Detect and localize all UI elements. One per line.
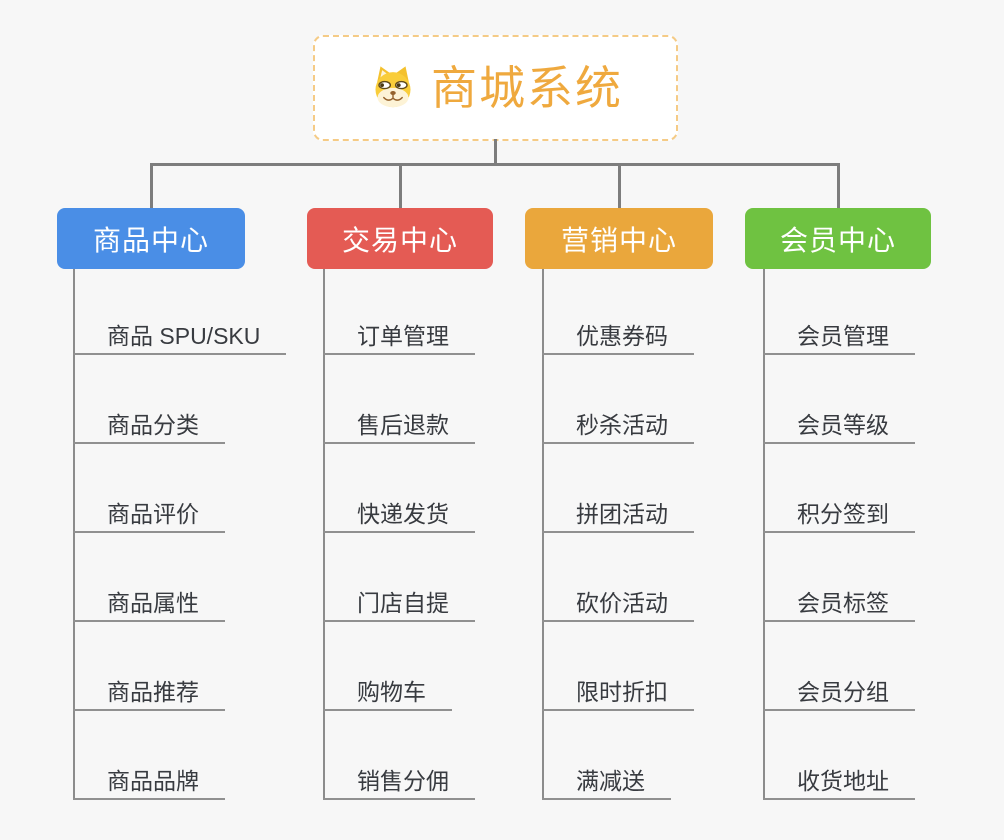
- root-topic-label: 商城系统: [431, 62, 623, 114]
- branch-header-1[interactable]: 商品中心: [57, 208, 245, 269]
- child-item[interactable]: 商品评价: [73, 499, 225, 533]
- branch-children: 优惠券码秒杀活动拼团活动砍价活动限时折扣满减送: [542, 321, 694, 800]
- shiba-dog-icon: [375, 66, 411, 108]
- child-item[interactable]: 商品 SPU/SKU: [73, 321, 287, 355]
- child-item[interactable]: 限时折扣: [542, 677, 694, 711]
- branch-header-4[interactable]: 会员中心: [745, 208, 931, 269]
- branch-drop-connector: [398, 163, 402, 209]
- child-item[interactable]: 售后退款: [323, 410, 475, 444]
- branch-bus-connector: [150, 163, 839, 166]
- branch-drop-connector: [149, 163, 153, 209]
- child-item[interactable]: 收货地址: [763, 766, 915, 800]
- branch-drop-connector: [836, 163, 840, 209]
- branch-drop-connector: [617, 163, 621, 209]
- branch-label: 商品中心: [92, 224, 209, 256]
- child-item[interactable]: 秒杀活动: [542, 410, 694, 444]
- child-item[interactable]: 优惠券码: [542, 321, 694, 355]
- child-item[interactable]: 砍价活动: [542, 588, 694, 622]
- child-item[interactable]: 会员分组: [763, 677, 915, 711]
- child-item[interactable]: 拼团活动: [542, 499, 694, 533]
- child-item[interactable]: 商品分类: [73, 410, 225, 444]
- child-item[interactable]: 商品品牌: [73, 766, 225, 800]
- child-item[interactable]: 销售分佣: [323, 766, 475, 800]
- child-item[interactable]: 快递发货: [323, 499, 475, 533]
- branch-child-line: [323, 269, 325, 800]
- child-item[interactable]: 会员标签: [763, 588, 915, 622]
- branch-children: 会员管理会员等级积分签到会员标签会员分组收货地址: [763, 321, 915, 800]
- child-item[interactable]: 门店自提: [323, 588, 475, 622]
- child-item[interactable]: 满减送: [542, 766, 671, 800]
- child-item[interactable]: 会员管理: [763, 321, 915, 355]
- branch-label: 营销中心: [560, 224, 677, 256]
- root-topic[interactable]: 商城系统: [313, 35, 678, 141]
- branch-children: 商品 SPU/SKU 商品分类商品评价商品属性商品推荐商品品牌: [73, 321, 287, 800]
- branch-label: 交易中心: [341, 224, 458, 256]
- child-item[interactable]: 商品推荐: [73, 677, 225, 711]
- child-item[interactable]: 会员等级: [763, 410, 915, 444]
- branch-header-3[interactable]: 营销中心: [525, 208, 713, 269]
- child-item[interactable]: 积分签到: [763, 499, 915, 533]
- branch-child-line: [73, 269, 75, 800]
- child-item[interactable]: 购物车: [323, 677, 452, 711]
- branch-child-line: [542, 269, 544, 800]
- branch-label: 会员中心: [779, 224, 896, 256]
- branch-child-line: [763, 269, 765, 800]
- child-item[interactable]: 商品属性: [73, 588, 225, 622]
- child-item[interactable]: 订单管理: [323, 321, 475, 355]
- branch-header-2[interactable]: 交易中心: [307, 208, 493, 269]
- branch-children: 订单管理售后退款快递发货门店自提购物车销售分佣: [323, 321, 475, 800]
- root-stem-connector: [494, 139, 497, 166]
